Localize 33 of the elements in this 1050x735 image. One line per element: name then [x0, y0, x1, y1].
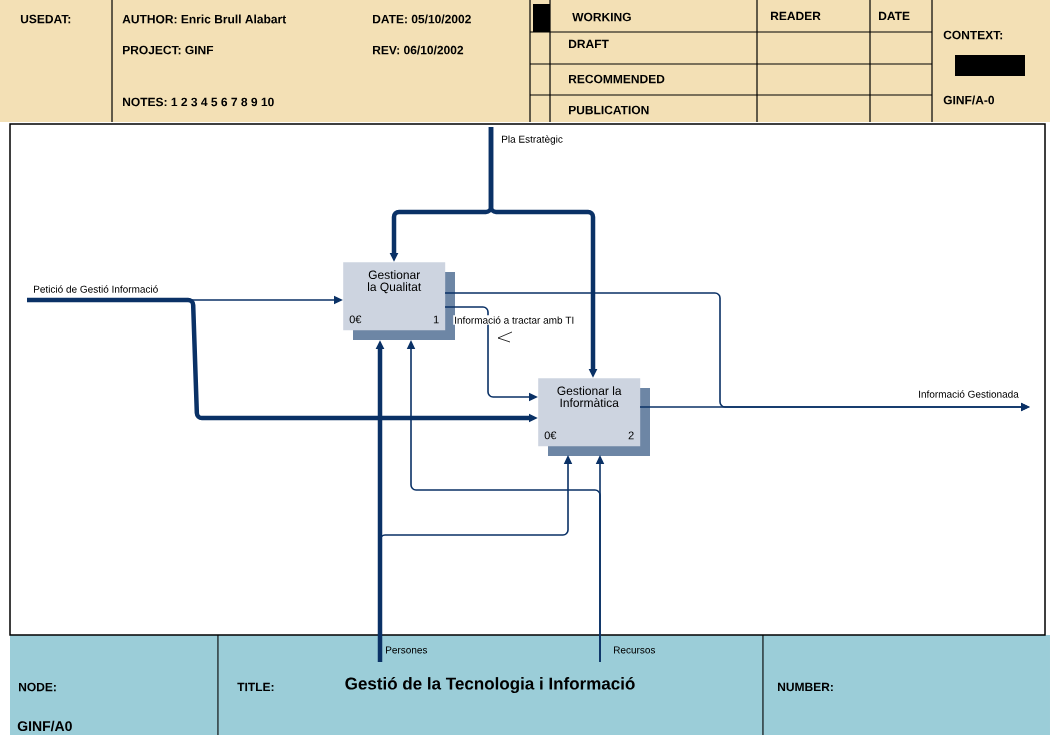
field-label: NODE: [19, 682, 56, 692]
box-title: Gestionar la Informàtica [557, 386, 622, 407]
flow-label: Recursos [614, 646, 656, 654]
field-label: REV: 06/10/2002 [373, 45, 464, 55]
edge-label: Informació a tractar amb TI [455, 316, 574, 324]
field-label: READER [771, 11, 821, 21]
field-label: WORKING [572, 12, 631, 22]
field-label: AUTHOR: Enric Brull Alabart [122, 14, 287, 24]
field-label: DATE [879, 11, 910, 21]
activity-box [538, 378, 650, 456]
box-title: Gestionar la Qualitat [368, 270, 422, 294]
box-number: 2 [628, 431, 634, 440]
field-label: NOTES: 1 2 3 4 5 6 7 8 9 10 [123, 97, 274, 107]
diagram-title: Gestió de la Tecnologia i Informació [345, 676, 635, 694]
field-label: RECOMMENDED [569, 74, 665, 84]
field-label: CONTEXT: [943, 30, 1003, 40]
field-label: PUBLICATION [569, 105, 649, 115]
field-label: DRAFT [569, 39, 609, 49]
cost-label: 0€ [349, 315, 362, 324]
cost-label: 0€ [544, 431, 557, 440]
box-number: 1 [433, 315, 439, 324]
activity-box [343, 262, 455, 340]
flow-label: Pla Estratègic [502, 135, 563, 145]
field-label: GINF/A0 [17, 720, 72, 732]
field-label: GINF/A-0 [943, 95, 995, 105]
field-label: TITLE: [237, 682, 274, 692]
field-label: DATE: 05/10/2002 [373, 14, 471, 24]
field-label: USEDAT: [20, 14, 71, 24]
flow-label: Petició de Gestió Informació [34, 285, 158, 293]
flow-label: Persones [386, 646, 428, 654]
field-label: NUMBER: [778, 682, 833, 692]
field-label: PROJECT: GINF [123, 45, 214, 55]
flow-label: Informació Gestionada [919, 390, 1019, 398]
